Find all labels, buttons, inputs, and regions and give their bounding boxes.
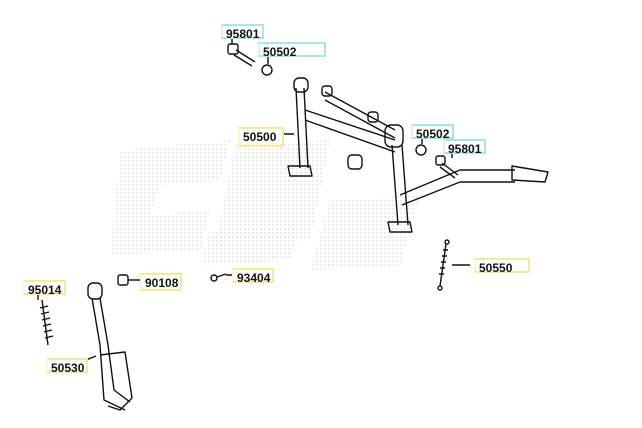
spring-side-drawing	[39, 299, 54, 346]
side-stand-drawing	[87, 282, 133, 411]
watermark	[110, 140, 420, 270]
main-stand-drawing	[287, 77, 549, 233]
label-95014[interactable]: 95014	[23, 280, 67, 297]
bolt-top-drawing	[227, 43, 256, 67]
spring-main-drawing	[437, 239, 450, 291]
label-90108[interactable]: 90108	[140, 273, 182, 291]
bolt-small-drawing	[210, 273, 227, 282]
label-50500[interactable]: 50500	[238, 127, 284, 147]
label-95801-right[interactable]: 95801	[443, 139, 487, 156]
label-95801-top[interactable]: 95801	[221, 24, 265, 41]
label-50502-right[interactable]: 50502	[411, 124, 455, 141]
label-93404[interactable]: 93404	[232, 268, 274, 285]
bolt-side-drawing	[117, 274, 136, 286]
label-50502-top[interactable]: 50502	[258, 42, 326, 59]
label-50550[interactable]: 50550	[474, 258, 530, 275]
bolt-right-drawing	[435, 155, 459, 179]
nut-top-drawing	[261, 64, 273, 76]
nut-right-drawing	[415, 144, 427, 156]
label-50530[interactable]: 50530	[46, 358, 88, 375]
